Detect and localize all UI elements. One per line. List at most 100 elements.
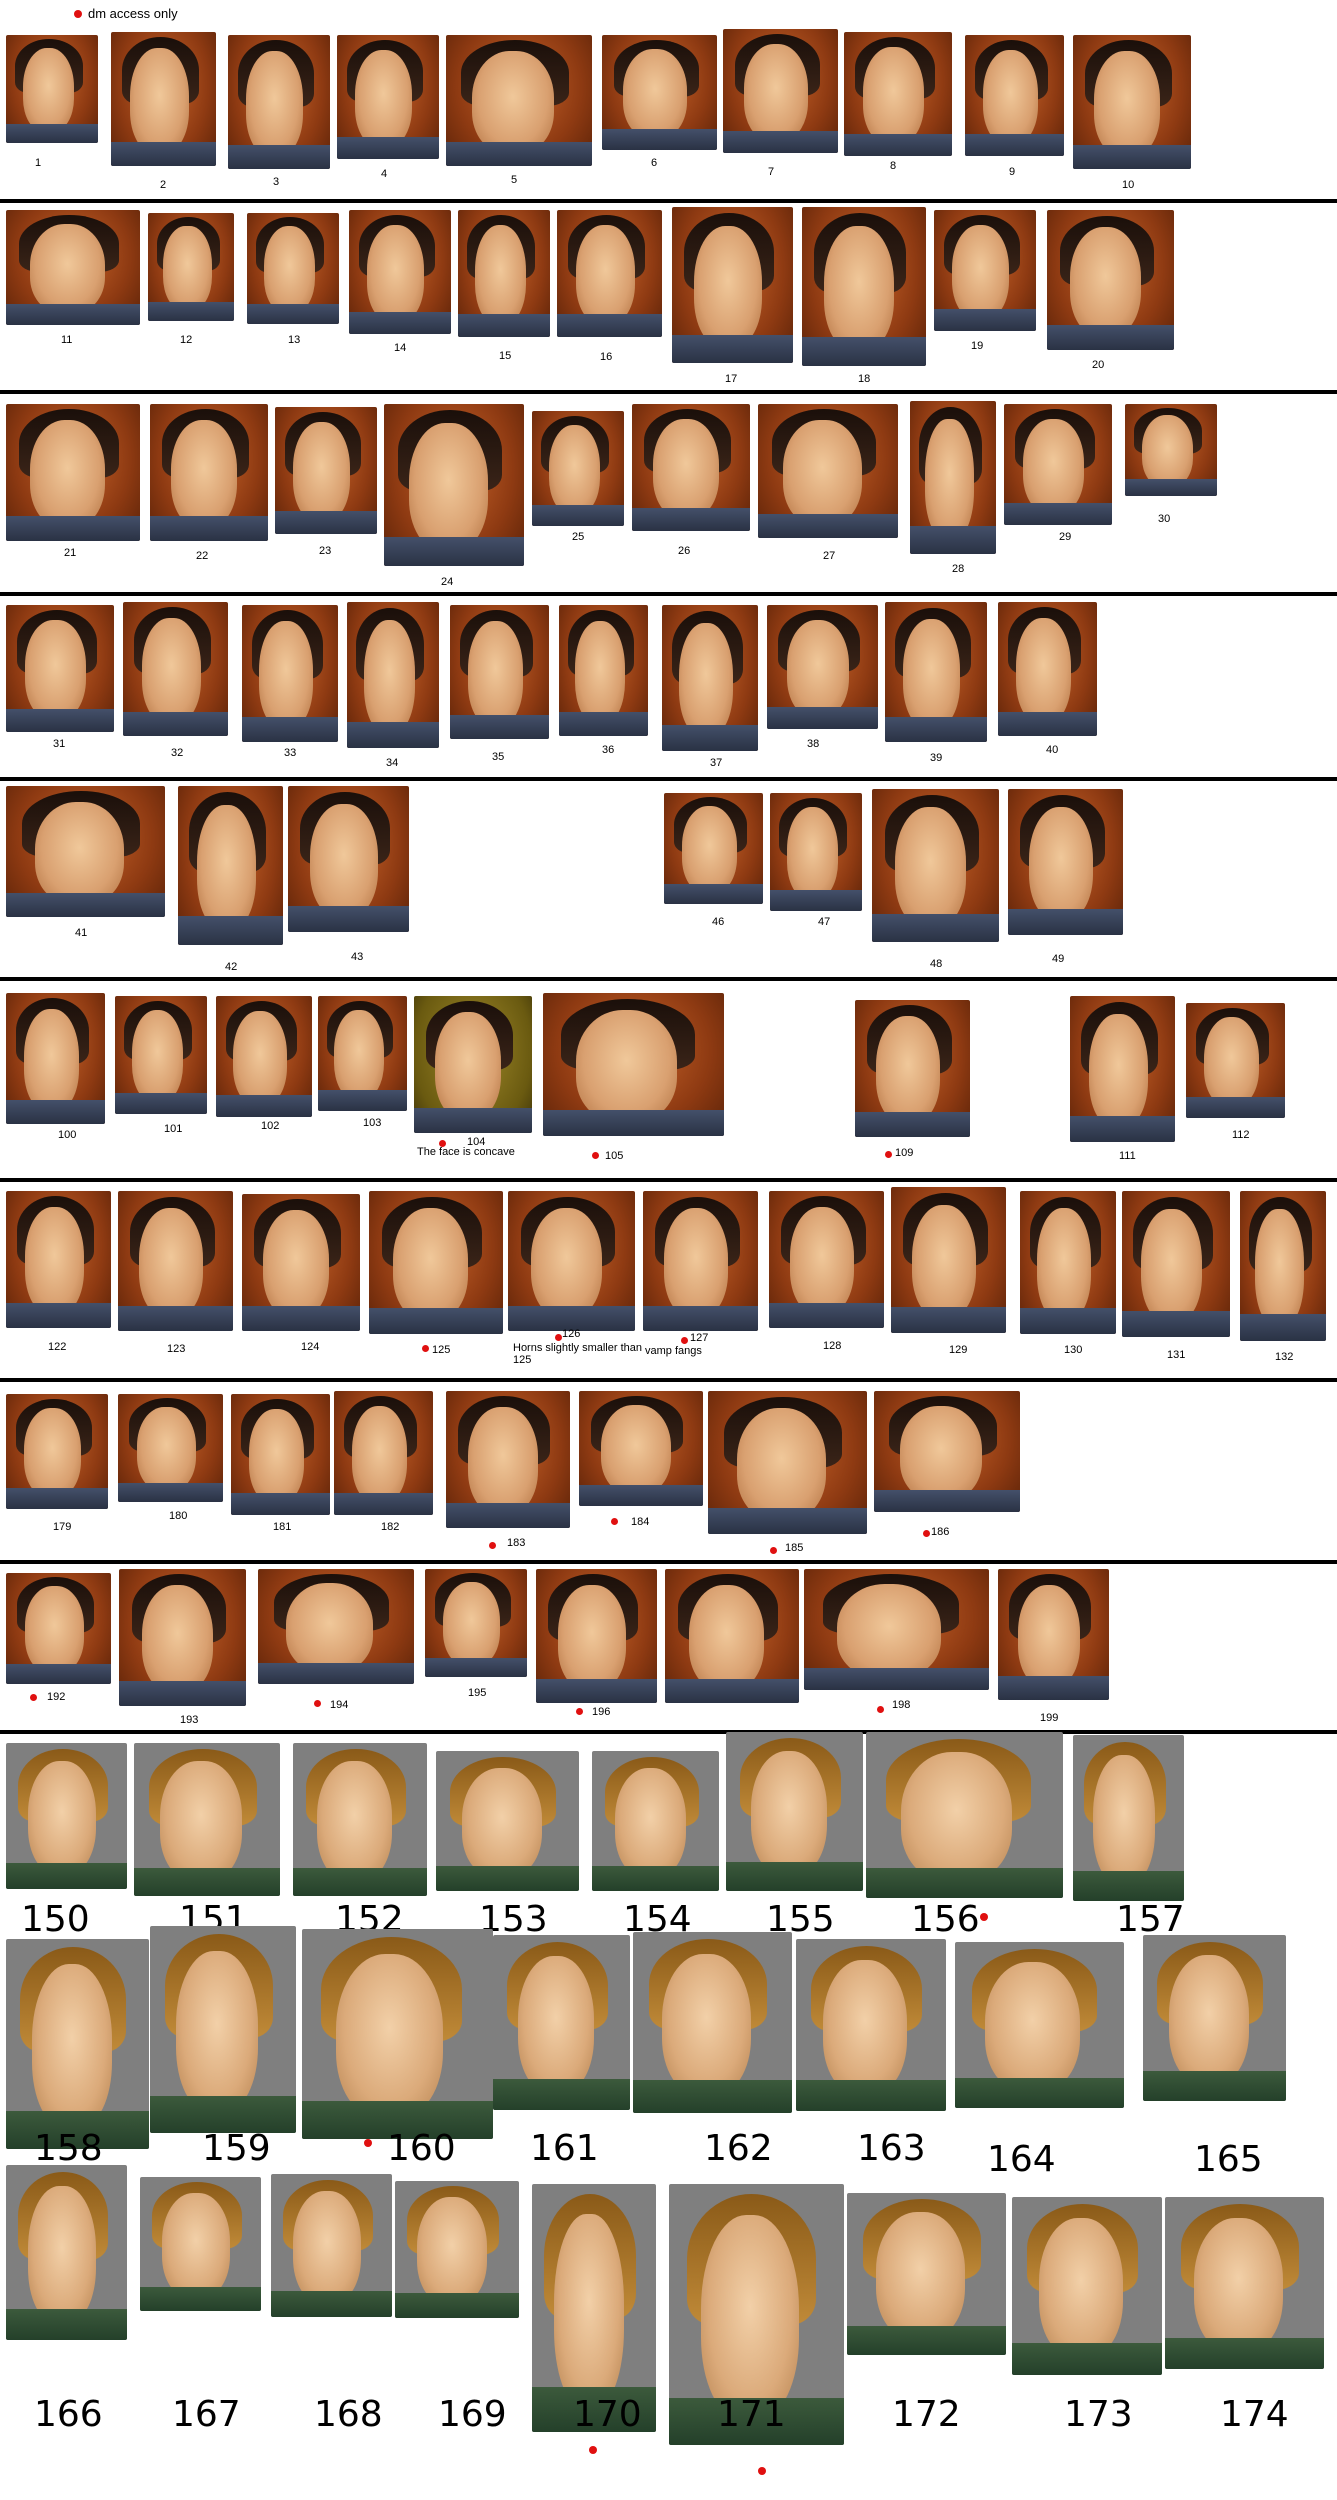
portrait-shoulders [1125, 479, 1217, 496]
portrait-6 [602, 35, 717, 150]
portrait-shoulders [1143, 2071, 1286, 2101]
portrait-head [24, 1407, 82, 1498]
row-separator [0, 592, 1337, 596]
portrait-head [1168, 1954, 1249, 2085]
portrait-shoulders [955, 2078, 1124, 2108]
portrait-number: 161 [530, 2128, 599, 2169]
portrait-number: 124 [301, 1341, 320, 1353]
portrait-number: 132 [1275, 1351, 1294, 1363]
portrait-shoulders [6, 516, 140, 541]
portrait-41 [6, 786, 165, 917]
portrait-number: 30 [1158, 513, 1171, 525]
portrait-shoulders [6, 1488, 108, 1509]
portrait-shoulders [148, 301, 234, 321]
portrait-number: 22 [196, 550, 209, 562]
portrait-number: 6 [651, 157, 658, 169]
portrait-note: Horns slightly smaller than 125 [513, 1342, 642, 1366]
portrait-head [663, 1207, 729, 1317]
portrait-131 [1122, 1191, 1230, 1337]
portrait-number: 163 [857, 2128, 926, 2169]
portrait-111 [1070, 996, 1175, 1142]
portrait-head [982, 49, 1039, 144]
portrait-head [622, 48, 688, 139]
portrait-head [1037, 1208, 1092, 1320]
portrait-36 [559, 605, 648, 736]
portrait-shoulders [592, 1865, 719, 1891]
portrait-shoulders [664, 884, 763, 904]
portrait-shoulders [118, 1482, 223, 1502]
portrait-head [176, 1950, 259, 2113]
portrait-number: 43 [351, 951, 364, 963]
portrait-number: 179 [53, 1521, 72, 1533]
portrait-32 [123, 602, 228, 736]
portrait-9 [965, 35, 1064, 156]
portrait-head [530, 1207, 602, 1317]
portrait-number: 12 [180, 334, 193, 346]
portrait-125 [369, 1191, 503, 1334]
portrait-shoulders [446, 1503, 570, 1528]
dm-only-marker-icon [758, 2467, 766, 2475]
portrait-head [263, 1210, 330, 1318]
portrait-shoulders [643, 1305, 758, 1331]
portrait-shoulders [665, 1678, 799, 1703]
portrait-30 [1125, 404, 1217, 496]
portrait-shoulders [796, 2080, 946, 2111]
portrait-152 [293, 1743, 427, 1896]
portrait-head [900, 1405, 983, 1500]
portrait-181 [231, 1394, 330, 1515]
portrait-number: 198 [892, 1699, 911, 1711]
portrait-shoulders [414, 1108, 532, 1133]
portrait-head [786, 619, 850, 717]
portrait-number: 41 [75, 927, 88, 939]
portrait-number: 29 [1059, 531, 1072, 543]
portrait-number: 4 [381, 168, 388, 180]
dm-only-marker-icon [681, 1337, 688, 1344]
portrait-shoulders [6, 709, 114, 732]
portrait-number: 127 [690, 1332, 709, 1344]
portrait-shoulders [579, 1485, 703, 1506]
row-separator [0, 390, 1337, 394]
portrait-head [355, 49, 413, 147]
portrait-124 [242, 1194, 360, 1331]
portrait-shoulders [6, 2308, 127, 2340]
portrait-104 [414, 996, 532, 1133]
portrait-shoulders [874, 1490, 1020, 1512]
portrait-shoulders [6, 2111, 149, 2149]
portrait-shoulders [802, 337, 926, 366]
portrait-number: 182 [381, 1521, 400, 1533]
portrait-174 [1165, 2197, 1324, 2369]
portrait-number: 196 [592, 1706, 611, 1718]
portrait-shoulders [1008, 908, 1123, 935]
portrait-number: 47 [818, 916, 831, 928]
portrait-number: 123 [167, 1343, 186, 1355]
portrait-shoulders [349, 311, 451, 334]
portrait-186 [874, 1391, 1020, 1512]
portrait-head [309, 803, 378, 918]
portrait-number: 193 [180, 1714, 199, 1726]
portrait-11 [6, 210, 140, 325]
portrait-number: 168 [314, 2394, 383, 2435]
portrait-shoulders [275, 511, 377, 534]
portrait-head [417, 2197, 487, 2305]
portrait-shoulders [1073, 144, 1191, 169]
portrait-head [1203, 1016, 1260, 1107]
portrait-shoulders [1012, 2342, 1162, 2375]
portrait-number: 10 [1122, 179, 1135, 191]
dm-only-marker-icon [555, 1334, 562, 1341]
portrait-shoulders [723, 130, 838, 153]
portrait-166 [6, 2165, 127, 2340]
portrait-head [443, 1581, 501, 1667]
portrait-head [554, 2213, 624, 2408]
portrait-shoulders [446, 142, 592, 166]
portrait-head [160, 1761, 243, 1881]
portrait-head [363, 619, 416, 734]
portrait-head [317, 1761, 393, 1881]
portrait-head [517, 1956, 595, 2093]
portrait-162 [633, 1932, 792, 2113]
portrait-number: 159 [202, 2128, 271, 2169]
portrait-head [367, 224, 425, 322]
portrait-head [557, 1585, 626, 1690]
portrait-7 [723, 29, 838, 153]
portrait-17 [672, 207, 793, 363]
portrait-126 [508, 1191, 635, 1331]
